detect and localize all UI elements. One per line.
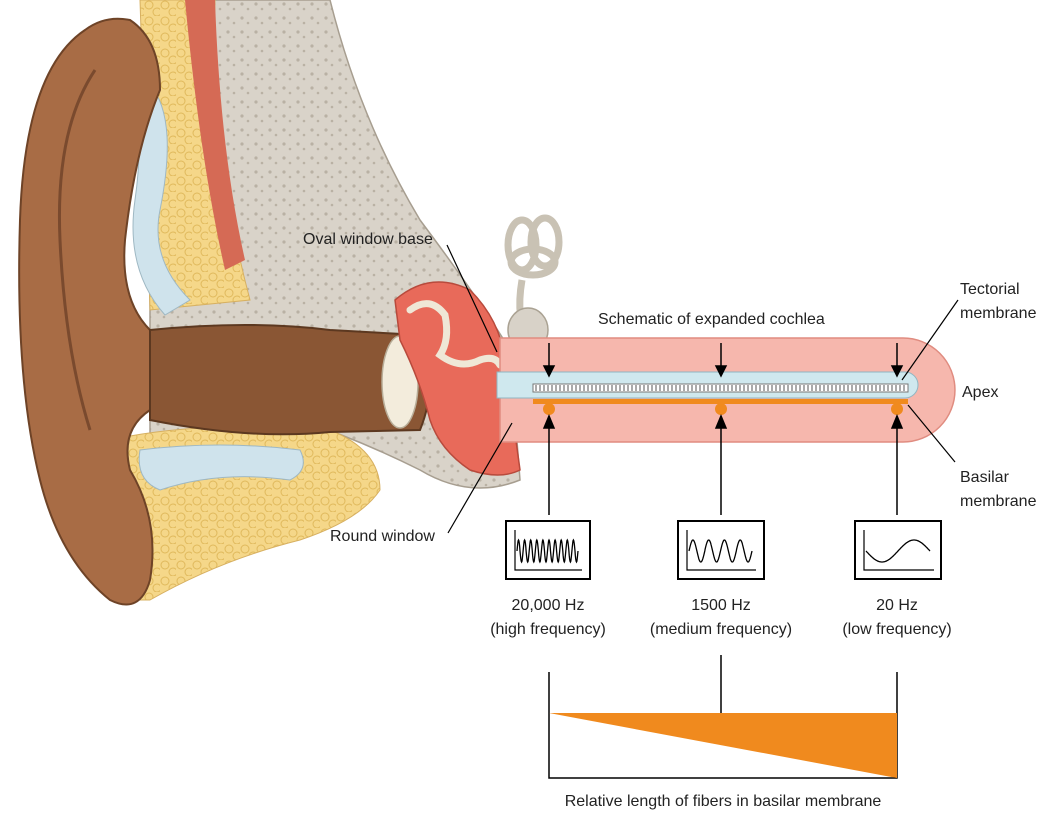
- ear-anatomy: [19, 0, 559, 605]
- schematic-title: Schematic of expanded cochlea: [598, 310, 825, 330]
- fiber-length-chart: [549, 655, 897, 778]
- membrane-node-medium: [715, 403, 727, 415]
- freq-low-desc: (low frequency): [842, 620, 951, 640]
- membrane-node-low: [891, 403, 903, 415]
- basilar-label-line2: membrane: [960, 492, 1036, 512]
- waveform-medium-box: [678, 521, 764, 579]
- freq-medium-hz: 1500 Hz: [691, 596, 751, 616]
- freq-low-hz: 20 Hz: [876, 596, 918, 616]
- fiber-length-caption: Relative length of fibers in basilar mem…: [565, 792, 882, 812]
- outer-ear-pinna: [19, 19, 160, 605]
- fiber-wedge: [549, 713, 897, 778]
- freq-high-desc: (high frequency): [490, 620, 606, 640]
- waveform-low-box: [855, 521, 941, 579]
- membrane-node-high: [543, 403, 555, 415]
- round-window-label: Round window: [330, 527, 435, 547]
- tectorial-label-line2: membrane: [960, 304, 1036, 324]
- basilar-label-line1: Basilar: [960, 468, 1009, 488]
- freq-medium-desc: (medium frequency): [650, 620, 792, 640]
- oval-window-label: Oval window base: [303, 230, 433, 250]
- tectorial-label-line1: Tectorial: [960, 280, 1020, 300]
- apex-label: Apex: [962, 383, 998, 403]
- waveform-high-box: [506, 521, 590, 579]
- freq-high-hz: 20,000 Hz: [512, 596, 585, 616]
